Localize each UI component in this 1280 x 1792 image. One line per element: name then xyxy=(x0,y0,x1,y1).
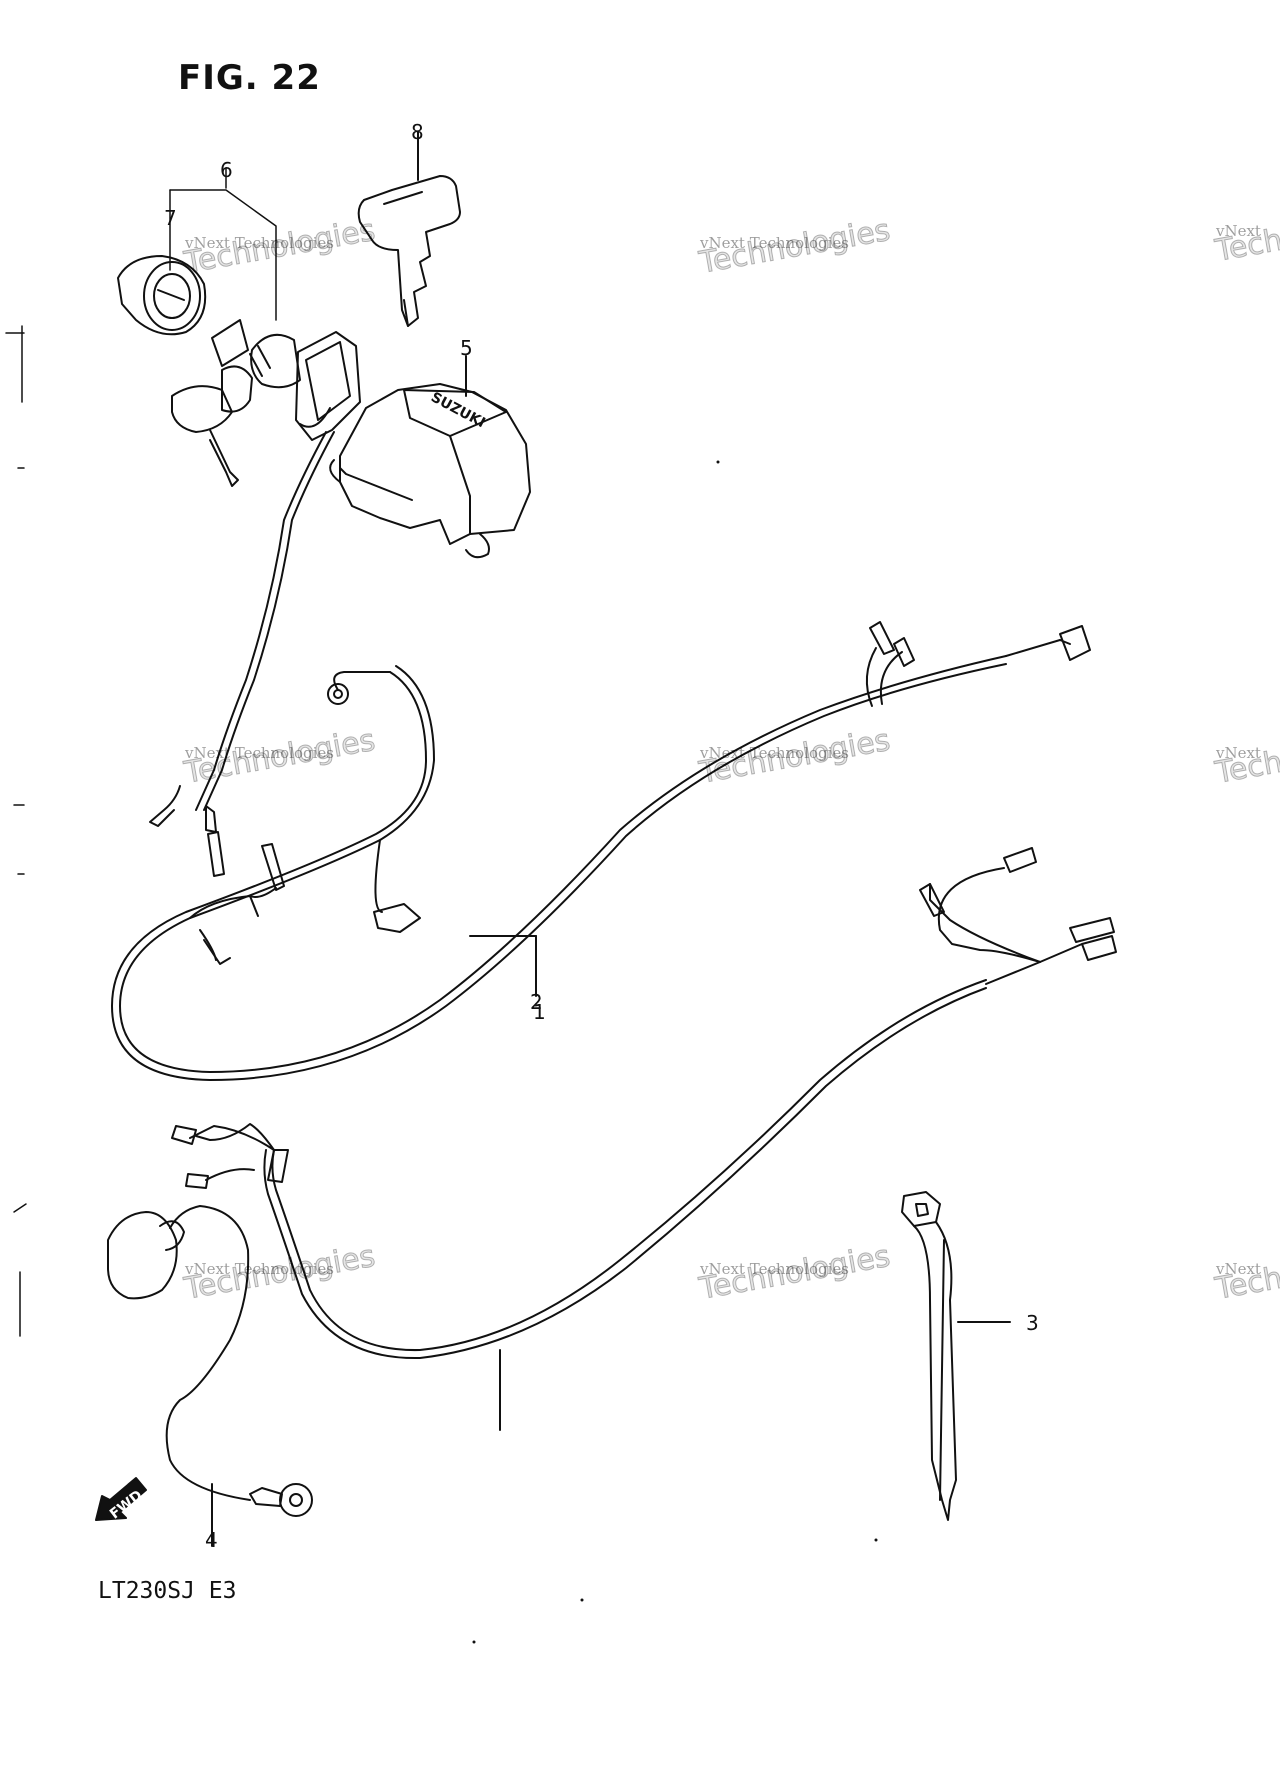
switch-housing-5 xyxy=(329,355,531,559)
margin-marks xyxy=(5,325,27,1337)
callout-4: 4 xyxy=(205,1528,218,1552)
wiring-harness-2 xyxy=(111,621,1091,1081)
cable-tie-3 xyxy=(901,1191,1011,1521)
fwd-arrow-icon xyxy=(95,1477,147,1521)
callout-6: 6 xyxy=(220,158,233,182)
lead-wire-4 xyxy=(107,1205,313,1547)
callout-2: 2 xyxy=(530,990,543,1014)
callout-7: 7 xyxy=(164,206,177,230)
figure-title: FIG. 22 xyxy=(178,58,321,98)
callout-1: 1 xyxy=(533,1000,546,1024)
callout-5: 5 xyxy=(460,336,473,360)
model-code: LT230SJ E3 xyxy=(98,1578,237,1604)
leaders-6-7 xyxy=(169,167,277,321)
ignition-key-8 xyxy=(357,131,461,327)
callout-8: 8 xyxy=(411,120,424,144)
ignition-cap-7 xyxy=(117,255,207,336)
ignition-switch-6 xyxy=(171,319,361,487)
stray-dots xyxy=(472,460,878,1644)
wiring-harness-1 xyxy=(171,847,1117,1431)
switch-cable xyxy=(195,431,335,811)
callout-3: 3 xyxy=(1026,1311,1039,1335)
